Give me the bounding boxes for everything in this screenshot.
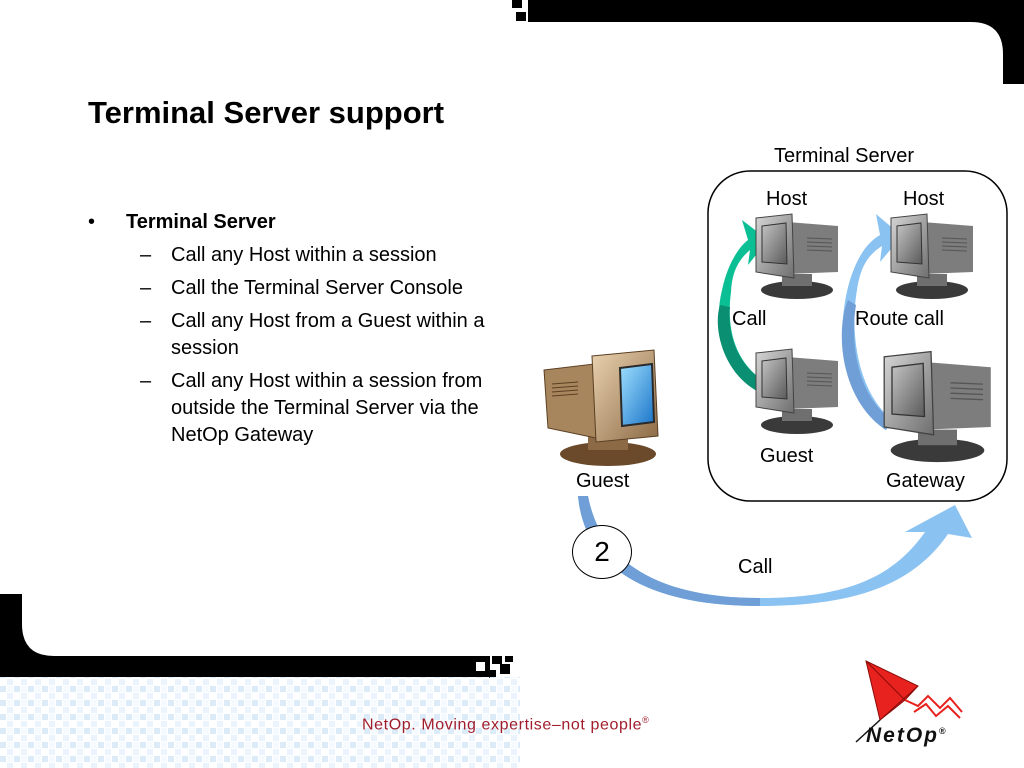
call-inner-label: Call: [732, 308, 767, 330]
footer-pixel-pattern: [0, 677, 520, 768]
bottom-checker-pattern: [476, 656, 513, 678]
sub-bullet-text: Call any Host from a Guest within a sess…: [171, 310, 485, 359]
brand-name: NetOp: [866, 724, 939, 747]
call-outer-label: Call: [738, 556, 773, 578]
brand-registered-mark: ®: [939, 726, 948, 736]
gateway-monitor-icon: [883, 350, 992, 463]
sub-bullet-list: –Call any Host within a session –Call th…: [126, 242, 528, 449]
dash-symbol: –: [140, 310, 152, 332]
guest-inner-label: Guest: [760, 445, 814, 467]
guest-outer-label: Guest: [576, 470, 630, 492]
gateway-label: Gateway: [886, 470, 965, 492]
top-frame-band: [528, 0, 1024, 84]
route-call-label: Route call: [855, 308, 944, 330]
guest-outer-monitor-icon: [543, 349, 659, 466]
slide-title: Terminal Server support: [88, 95, 445, 130]
bullet-text: Terminal Server: [126, 211, 276, 233]
guest-inner-monitor-icon: [755, 348, 839, 435]
bullet-item: • Terminal Server –Call any Host within …: [88, 210, 528, 449]
registered-mark: ®: [642, 715, 650, 725]
netop-logo-text: NetOp®: [866, 724, 948, 748]
dash-symbol: –: [140, 244, 152, 266]
sub-bullet-item: –Call any Host within a session: [126, 242, 521, 269]
sub-bullet-text: Call any Host within a session from outs…: [171, 370, 483, 446]
step-number-badge: 2: [572, 525, 632, 579]
tagline-text: NetOp. Moving expertise–not people: [362, 716, 643, 734]
outer-call-arrow: [578, 496, 972, 606]
top-checker-pattern: [512, 0, 549, 21]
host-left-monitor-icon: [755, 213, 839, 300]
bottom-frame-band: [0, 594, 490, 677]
netop-kite-icon: [855, 660, 963, 743]
sub-bullet-text: Call any Host within a session: [171, 244, 437, 266]
sub-bullet-item: –Call any Host from a Guest within a ses…: [126, 308, 521, 362]
bullet-symbol: •: [88, 211, 96, 233]
bullet-list: • Terminal Server –Call any Host within …: [88, 210, 528, 455]
terminal-server-box: [707, 170, 1008, 502]
sub-bullet-item: –Call any Host within a session from out…: [126, 368, 521, 449]
footer-tagline: NetOp. Moving expertise–not people®: [362, 715, 649, 734]
host-left-label: Host: [766, 188, 808, 210]
sub-bullet-text: Call the Terminal Server Console: [171, 277, 463, 299]
host-right-label: Host: [903, 188, 945, 210]
sub-bullet-item: –Call the Terminal Server Console: [126, 275, 521, 302]
dash-symbol: –: [140, 277, 152, 299]
host-right-monitor-icon: [890, 213, 974, 300]
dash-symbol: –: [140, 370, 152, 392]
terminal-server-title: Terminal Server: [774, 145, 915, 167]
